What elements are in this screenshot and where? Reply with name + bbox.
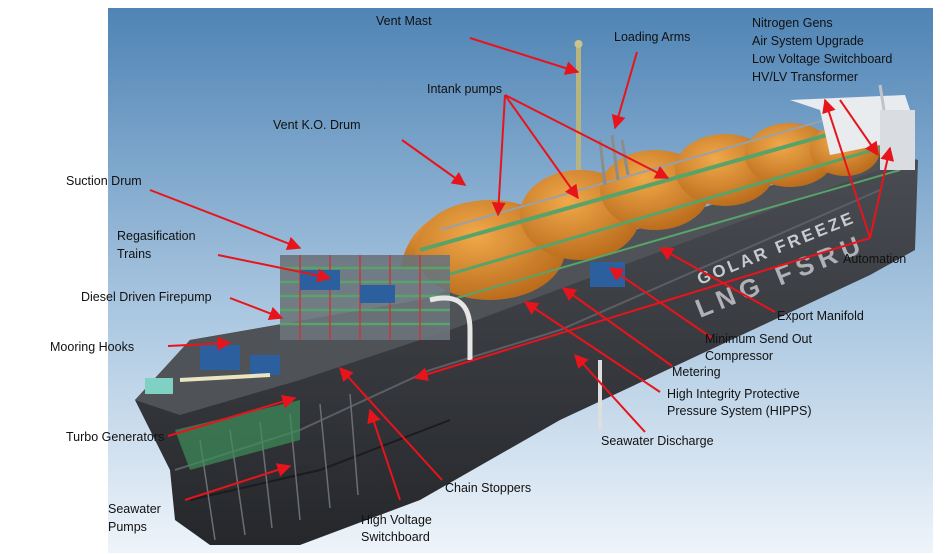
- min-sendout-compressor-label: Minimum Send Out Compressor: [705, 332, 812, 363]
- regasification-trains-label: Regasification Trains: [117, 229, 196, 261]
- turbo-generators-label: Turbo Generators: [66, 430, 165, 444]
- ship-systems-label: Nitrogen Gens Air System Upgrade Low Vol…: [752, 16, 893, 84]
- export-manifold-label: Export Manifold: [777, 309, 864, 323]
- suction-drum-label: Suction Drum: [66, 174, 142, 188]
- loading-arms-label: Loading Arms: [614, 30, 691, 44]
- vent-mast: [574, 40, 583, 170]
- intank-pumps-label: Intank pumps: [427, 82, 503, 96]
- loading-arms: [598, 134, 630, 186]
- pipework: [419, 109, 901, 301]
- automation-label: Automation: [843, 252, 907, 266]
- hipps-label: High Integrity Protective Pressure Syste…: [667, 387, 812, 418]
- chain-stoppers-label: Chain Stoppers: [445, 481, 532, 495]
- callout-arrows: [149, 37, 895, 501]
- diesel-firepump-label: Diesel Driven Firepump: [81, 290, 212, 304]
- mooring-hooks-label: Mooring Hooks: [50, 340, 135, 354]
- seawater-pumps-label: Seawater Pumps: [108, 502, 161, 534]
- vent-ko-drum-label: Vent K.O. Drum: [273, 118, 361, 132]
- hv-switchboard-label: High Voltage Switchboard: [361, 513, 432, 544]
- metering-label: Metering: [672, 365, 721, 379]
- vent-mast-label: Vent Mast: [376, 14, 432, 28]
- seawater-discharge-label: Seawater Discharge: [601, 434, 714, 448]
